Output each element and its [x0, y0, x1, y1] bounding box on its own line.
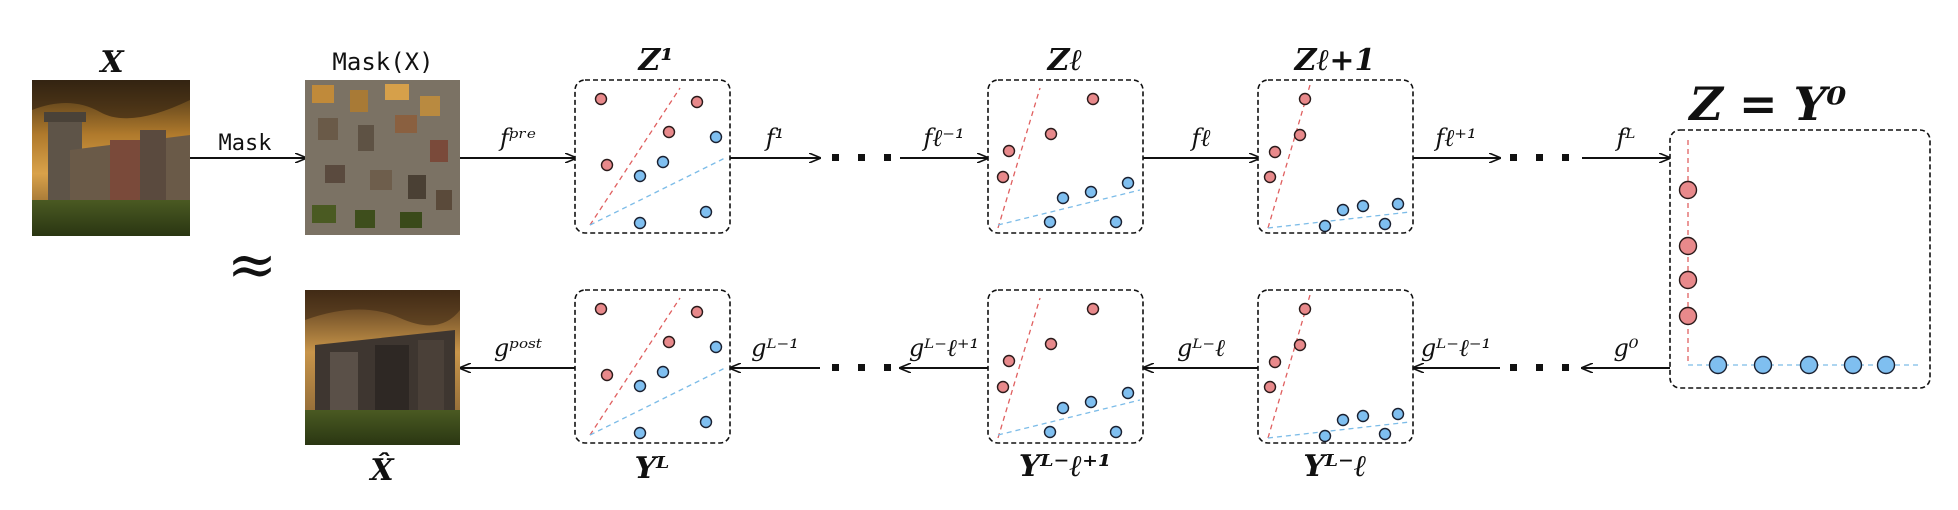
f-l-label: fℓ	[1190, 124, 1211, 152]
zl1-label: Zℓ+1	[1294, 43, 1376, 78]
zl1-panel	[1257, 79, 1414, 234]
input-image	[32, 80, 190, 236]
f1-label: f¹	[764, 124, 785, 152]
y-L-label: Yᴸ	[635, 451, 670, 486]
f-L-label: fᴸ	[1615, 124, 1636, 152]
y-L-l-panel	[1257, 289, 1414, 444]
g0-label: g⁰	[1614, 334, 1639, 362]
g-L-l-label: gᴸ⁻ℓ	[1177, 334, 1225, 362]
zl-panel	[987, 79, 1144, 234]
ellipsis-bottom-2	[832, 364, 891, 371]
g-L-l-1-label: gᴸ⁻ℓ⁻¹	[1421, 334, 1491, 362]
f-l-plus1-label: fℓ⁺¹	[1433, 124, 1476, 152]
g-post-label: gᵖᵒˢᵗ	[494, 334, 542, 362]
z-eq-y0-label: Z = Y⁰	[1687, 77, 1846, 131]
masked-image-label: Mask(X)	[332, 48, 433, 76]
zl-label: Zℓ	[1047, 43, 1083, 78]
input-image-label: X	[98, 45, 125, 80]
ellipsis-top-1	[832, 154, 891, 161]
f-l-minus1-label: fℓ⁻¹	[921, 124, 964, 152]
y-L-l-plus1-panel	[987, 289, 1144, 444]
ellipsis-bottom-1	[1510, 364, 1569, 371]
y-L-l-plus1-label: Yᴸ⁻ℓ⁺¹	[1019, 449, 1111, 484]
z-y0-panel	[1669, 129, 1931, 389]
z1-label: Z¹	[637, 43, 673, 78]
g-L-l-plus1-label: gᴸ⁻ℓ⁺¹	[909, 334, 979, 362]
mask-label: Mask	[219, 131, 272, 156]
reconstructed-image	[305, 290, 460, 445]
g-L-1-label: gᴸ⁻¹	[751, 334, 799, 362]
ellipsis-top-2	[1510, 154, 1569, 161]
reconstructed-image-label: X̂	[368, 453, 395, 488]
masked-image	[305, 80, 460, 235]
z1-panel	[574, 79, 731, 234]
approx-symbol: ≈	[227, 230, 277, 300]
y-L-panel	[574, 289, 731, 444]
y-L-l-label: Yᴸ⁻ℓ	[1303, 449, 1366, 484]
f-pre-label: fᵖʳᵉ	[498, 124, 536, 152]
